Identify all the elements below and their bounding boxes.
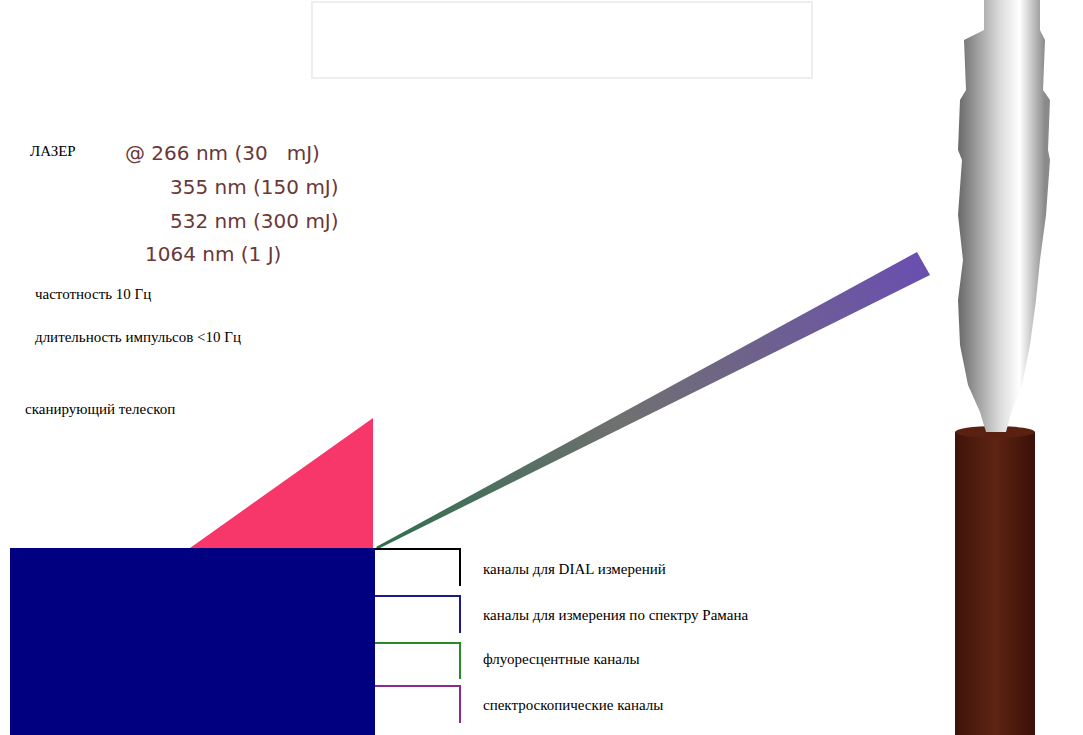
lidar-housing (10, 548, 375, 735)
channel-label: каналы для измерения по спектру Рамана (483, 607, 748, 624)
scanning-telescope (190, 418, 373, 548)
parameter-note: длительность импульсов <10 Гц (35, 329, 241, 346)
channel-label: спектроскопические каналы (483, 697, 663, 714)
channel-leader (375, 643, 460, 679)
faint-frame (312, 2, 812, 78)
wavelength-energy: 355 nm (150 mJ) (170, 176, 339, 199)
laser-beam (376, 252, 930, 549)
channel-label: флуоресцентные каналы (483, 651, 640, 668)
channel-leader (375, 686, 460, 723)
channel-leader (375, 549, 460, 586)
channel-label: каналы для DIAL измерений (483, 561, 666, 578)
channel-leader (375, 596, 460, 633)
parameter-note: частотность 10 Гц (35, 286, 151, 303)
wavelength-energy: @ 266 nm (30 mJ) (125, 142, 320, 165)
wavelength-energy: 1064 nm (1 J) (145, 243, 281, 266)
smoke-plume (958, 0, 1050, 432)
laser-heading: ЛАЗЕР (30, 143, 76, 160)
telescope-label: сканирующий телескоп (25, 401, 175, 418)
wavelength-energy: 532 nm (300 mJ) (170, 210, 339, 233)
chimney (955, 432, 1035, 735)
